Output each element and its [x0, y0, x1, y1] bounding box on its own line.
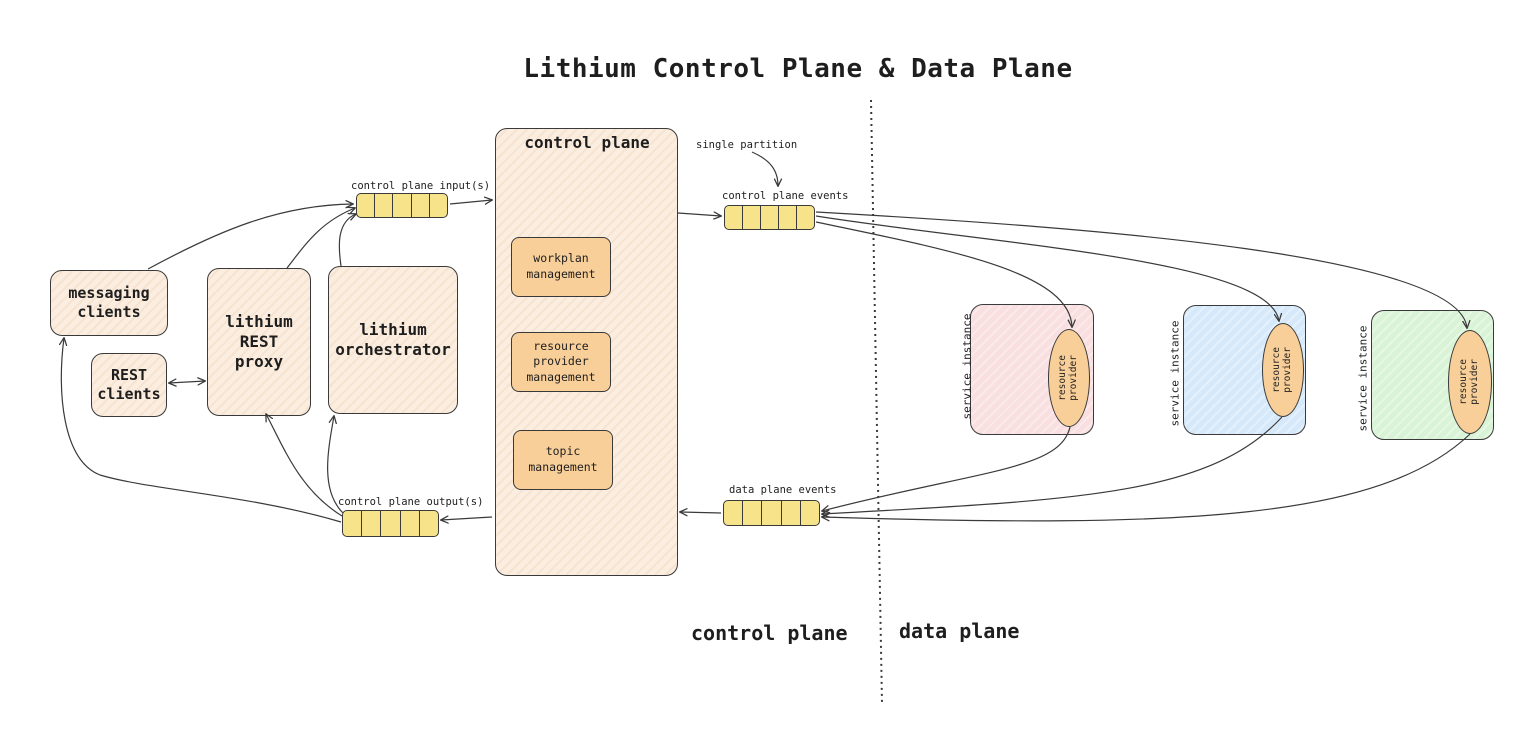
topic-management: topic management — [513, 430, 613, 490]
resource-provider-oval-1: resource provider — [1048, 329, 1090, 427]
dp-events-to-control-plane-arrow — [680, 512, 722, 513]
control-plane-to-outputs-arrow — [441, 517, 493, 520]
cp-inputs-label: control plane input(s) — [351, 180, 491, 192]
control-plane-region-label: control plane — [691, 621, 848, 645]
resource-provider-oval-3: resource provider — [1448, 330, 1492, 434]
cp-outputs-queue — [342, 510, 439, 537]
single-partition-annotation: single partition — [696, 139, 798, 151]
orchestrator-to-inputs-arrow — [338, 214, 356, 267]
control-plane-to-events-arrow — [677, 213, 721, 216]
provider-1-to-dp-events-arrow — [822, 426, 1071, 511]
outputs-to-messaging-arrow — [61, 338, 342, 523]
messaging-to-inputs-arrow — [147, 204, 353, 270]
workplan-management: workplan management — [511, 237, 611, 297]
events-to-provider-2-arrow — [815, 215, 1279, 321]
provider-3-to-dp-events-arrow — [822, 433, 1471, 522]
diagram-title: Lithium Control Plane & Data Plane — [523, 54, 1073, 84]
provider-2-to-dp-events-arrow — [822, 416, 1283, 514]
resource-provider-management: resource provider management — [511, 332, 611, 392]
cp-events-label: control plane events — [722, 190, 849, 202]
messaging-clients-box: messaging clients — [50, 270, 168, 336]
resource-provider-oval-2: resource provider — [1262, 323, 1304, 417]
outputs-to-orchestrator-arrow — [327, 416, 344, 514]
control-plane-title: control plane — [524, 133, 650, 152]
proxy-to-inputs-arrow — [286, 208, 355, 269]
outputs-to-proxy-arrow — [266, 414, 343, 517]
events-to-provider-1-arrow — [815, 221, 1072, 327]
events-to-provider-3-arrow — [815, 211, 1467, 328]
dp-events-queue — [723, 500, 820, 526]
inputs-to-control-plane-arrow — [449, 200, 492, 204]
data-plane-region-label: data plane — [899, 619, 1020, 643]
orchestrator-box: lithium orchestrator — [328, 266, 458, 414]
annotation-pointer-arrow — [751, 151, 778, 186]
cp-outputs-label: control plane output(s) — [338, 496, 484, 508]
cp-inputs-queue — [356, 193, 448, 218]
rest-proxy-box: lithium REST proxy — [207, 268, 311, 416]
plane-divider — [870, 99, 883, 704]
rest-clients-box: REST clients — [91, 353, 167, 417]
rest-clients-proxy-arrow — [169, 381, 205, 383]
dp-events-label: data plane events — [729, 484, 837, 496]
cp-events-queue — [724, 205, 815, 230]
